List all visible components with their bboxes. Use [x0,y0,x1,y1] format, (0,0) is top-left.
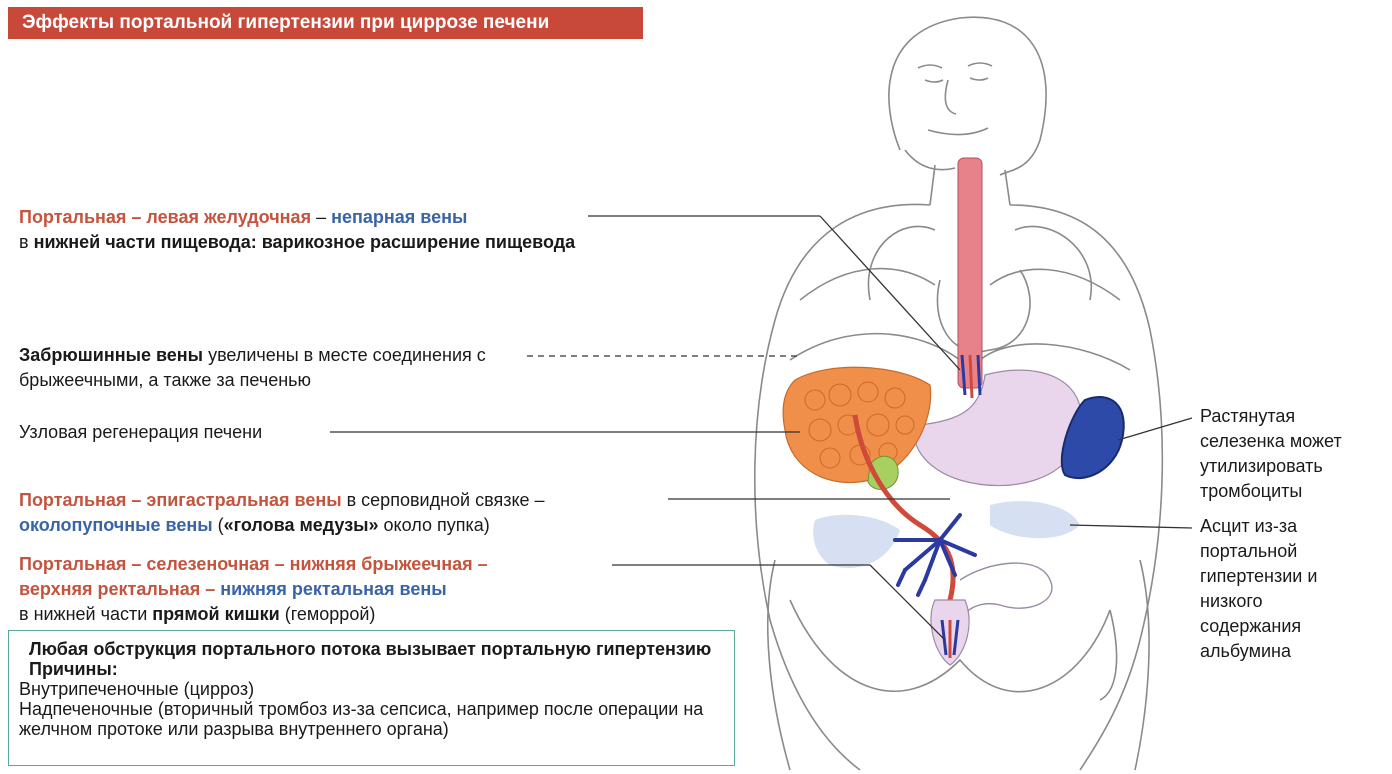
esophagus-label-varices: нижней части пищевода: варикозное расшир… [33,232,576,252]
rectal-label-superior: верхняя ректальная – [19,579,216,599]
umbilical-label-medusa: «голова медузы» [223,515,379,535]
rectal-label-inferior: нижняя ректальная вены [220,579,447,599]
esophagus-label-in: в [19,232,34,252]
spleen-label: Растянутая селезенка может утилизировать… [1200,406,1342,501]
hemorrhoid-veins [940,619,960,658]
note-cause-intrahepatic: Внутрипеченочные (цирроз) [19,679,255,699]
rectal-label-rectum: прямой кишки [152,604,280,624]
retroperitoneal-label-veins: Забрюшинные вены [19,345,204,365]
umbilical-label: Портальная – эпигастральная вены в серпо… [19,488,669,538]
umbilical-label-portal: Портальная – эпигастральная вены [19,490,342,510]
rectal-label-portal: Портальная – селезеночная – нижняя брыже… [19,554,488,574]
retroperitoneal-label-text: увеличены в месте соединения с брыжеечны… [19,345,486,390]
umbilical-label-paraumbilical: околопупочные вены [19,515,213,535]
rectal-label-lower: в нижней части [19,604,153,624]
esophagus-label: Портальная – левая желудочная – непарная… [19,205,579,255]
liver-label-text: Узловая регенерация печени [19,422,263,442]
gallbladder-shape [867,455,899,490]
rectal-label: Портальная – селезеночная – нижняя брыже… [19,552,619,627]
intestine-shape [959,562,1053,621]
esophagus-shape [957,157,983,389]
esophagus-label-dash: – [311,207,332,227]
page-title: Эффекты портальной гипертензии при цирро… [8,7,643,39]
liver-nodules [804,381,915,469]
caput-medusae [893,513,977,597]
esophageal-varices [960,354,982,399]
liver-label: Узловая регенерация печени [19,420,329,445]
note-causes-label: Причины: [29,659,118,679]
retroperitoneal-label: Забрюшинные вены увеличены в месте соеди… [19,343,524,393]
esophagus-label-azygos: непарная вены [331,207,468,227]
note-box: Любая обструкция портального потока вызы… [8,630,735,766]
umbilical-label-open: ( [212,515,224,535]
note-title: Любая обструкция портального потока вызы… [29,639,712,659]
esophagus-label-portal: Портальная – левая желудочная [19,207,312,227]
body-outline [754,16,1164,771]
ascites-label: Асцит из-за портальной гипертензии и низ… [1200,516,1318,661]
note-cause-suprahepatic: Надпеченочные (вторичный тромбоз из-за с… [19,699,704,739]
umbilical-label-close: около пупка) [378,515,490,535]
spleen-shape [1060,395,1125,480]
leader-lines [330,215,1193,641]
umbilical-label-ligament: в серповидной связке – [341,490,545,510]
stomach-shape [914,369,1082,487]
ascites-fluid [813,501,1080,569]
rectal-label-hemorrhoids: (геморрой) [279,604,376,624]
